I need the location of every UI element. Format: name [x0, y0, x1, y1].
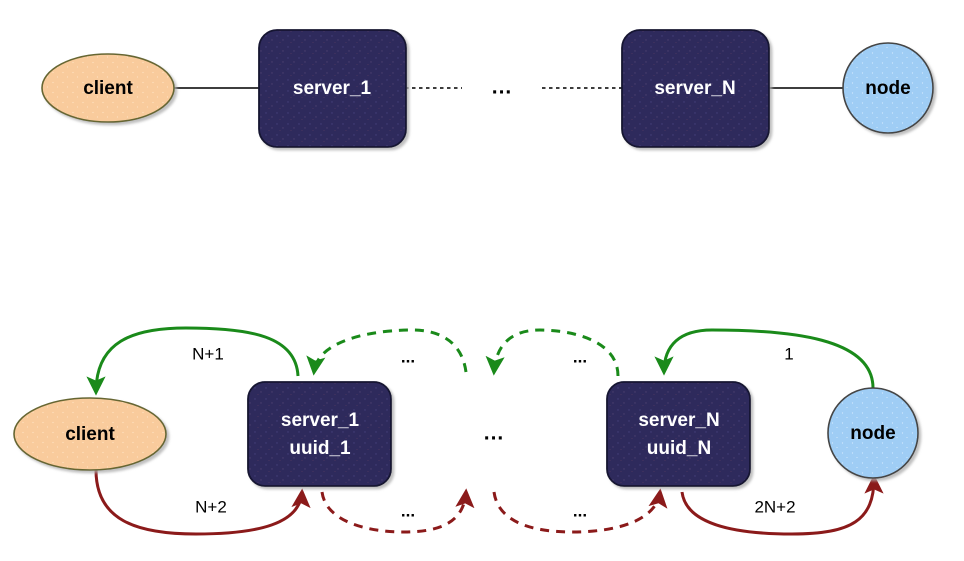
order-center-ellipsis: ... — [484, 422, 505, 445]
edge-label-two-n-plus-2: 2N+2 — [754, 497, 795, 516]
server-1-box-shape — [258, 29, 407, 148]
edge-label-n-plus-2: N+2 — [195, 497, 227, 516]
response-arc-server1-to-gap — [320, 488, 475, 534]
diagram-topology: client server_1 ... server_N node — [41, 29, 934, 148]
request-arc-servern-to-gap — [485, 328, 620, 377]
response-arc-client-to-server1 — [94, 469, 311, 536]
topology-node-client: client — [41, 53, 175, 123]
server-1-label: server_1 — [293, 78, 372, 99]
server-n-label-line2: uuid_N — [647, 438, 711, 459]
client-ellipse-shape — [41, 53, 175, 123]
client-ellipse-shape-2 — [13, 397, 167, 471]
topology-node-server-1: server_1 — [258, 29, 407, 148]
node-label-2: node — [850, 423, 895, 444]
server-1-box-shape-2 — [247, 381, 392, 487]
order-node-server-1: server_1 uuid_1 — [247, 381, 392, 487]
edge-label-one: 1 — [784, 344, 793, 363]
order-node-server-n: server_N uuid_N — [606, 381, 751, 487]
response-arc-servern-to-node — [680, 474, 884, 536]
node-circle-shape-2 — [827, 387, 919, 479]
order-node-node: node — [827, 387, 919, 479]
request-arc-server1-to-client — [86, 326, 300, 396]
node-label: node — [865, 78, 910, 99]
edge-label-ellipsis-top-right: ... — [573, 347, 587, 366]
edge-label-n-plus-1: N+1 — [192, 344, 224, 363]
server-n-box-shape-2 — [606, 381, 751, 487]
node-circle-shape — [842, 42, 934, 134]
request-arc-node-to-servern — [654, 328, 875, 389]
edge-label-ellipsis-bottom-right: ... — [573, 501, 587, 520]
topology-node-server-n: server_N — [621, 29, 770, 148]
client-label-2: client — [65, 424, 115, 445]
client-label: client — [83, 78, 133, 99]
edge-label-ellipsis-bottom-left: ... — [401, 501, 415, 520]
diagram-message-order: client server_1 uuid_1 ... server_N uuid… — [13, 326, 919, 536]
server-1-label-line1: server_1 — [281, 410, 360, 431]
server-n-label: server_N — [654, 78, 735, 99]
request-arc-gap-to-server1 — [306, 328, 468, 376]
topology-node-node: node — [842, 42, 934, 134]
server-1-label-line2: uuid_1 — [289, 438, 351, 459]
order-node-client: client — [13, 397, 167, 471]
server-n-box-shape — [621, 29, 770, 148]
edge-label-ellipsis-top-left: ... — [401, 347, 415, 366]
server-n-label-line1: server_N — [638, 410, 719, 431]
topology-ellipsis: ... — [492, 76, 513, 99]
